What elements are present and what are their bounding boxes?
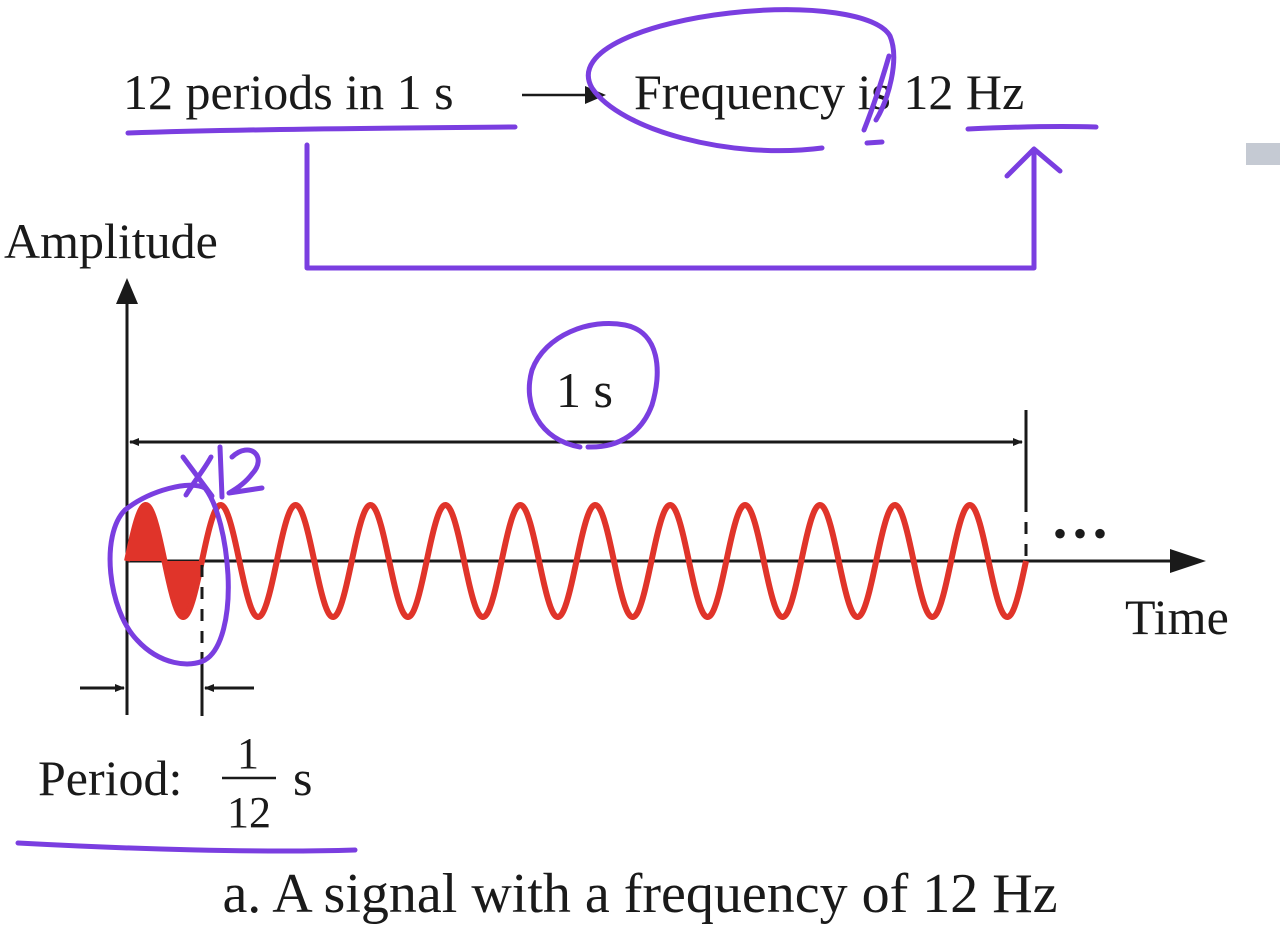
periods-statement: 12 periods in 1 s [123, 64, 454, 120]
y-axis-arrowhead [116, 278, 138, 304]
x-axis-label: Time [1125, 589, 1229, 645]
span-label: 1 s [556, 362, 613, 418]
period-label: Period: [38, 750, 182, 806]
period-denominator: 12 [227, 788, 271, 837]
circle-first-cycle [107, 482, 231, 667]
figure-caption: a. A signal with a frequency of 12 Hz [222, 863, 1057, 925]
continuation-dots: ••• [1053, 511, 1113, 556]
x-axis-arrowhead [1170, 549, 1206, 573]
signal-wave [124, 502, 1029, 620]
stroke-through-y [861, 53, 892, 133]
period-numerator: 1 [237, 729, 259, 778]
period-unit: s [293, 750, 312, 806]
frequency-statement: Frequency is 12 Hz [634, 64, 1024, 120]
handwritten-annotations [15, 7, 1099, 854]
underline-period [15, 840, 358, 854]
underline-periods [125, 124, 518, 136]
bracket-arrowhead [1004, 146, 1063, 179]
circle-one-second [526, 320, 660, 450]
handwritten-one [217, 444, 225, 500]
handwritten-two [226, 447, 265, 496]
underline-hz [965, 124, 1099, 132]
page-marker [1246, 143, 1280, 165]
y-axis-label: Amplitude [4, 213, 218, 269]
circle-frequency [585, 7, 897, 154]
small-mark [864, 139, 885, 146]
bracket-connector [304, 142, 1037, 271]
